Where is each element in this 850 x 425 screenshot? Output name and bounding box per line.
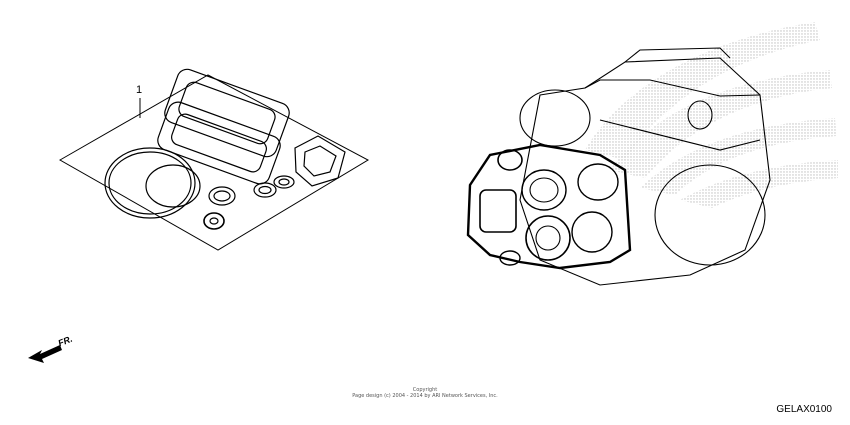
seal-ring-b bbox=[253, 182, 277, 198]
cylinder-left bbox=[519, 89, 591, 147]
front-direction-arrow-icon bbox=[28, 345, 62, 363]
oil-seal bbox=[203, 212, 225, 230]
copyright-notice: Copyright Page design (c) 2004 - 2014 by… bbox=[300, 387, 550, 399]
cylinder-gasket bbox=[157, 101, 281, 185]
engine-illustration bbox=[466, 47, 771, 286]
head-cover-gasket bbox=[164, 68, 290, 158]
carburetor-gasket bbox=[294, 135, 346, 187]
diagram-code: GELAX0100 bbox=[776, 404, 832, 415]
oring-medium bbox=[145, 164, 201, 208]
copyright-line-2: Page design (c) 2004 - 2014 by ARI Netwo… bbox=[352, 393, 498, 399]
gasket-overlay bbox=[466, 143, 632, 270]
cylinder-right bbox=[654, 164, 766, 266]
gasket-kit-card bbox=[58, 74, 370, 251]
seal-ring-c bbox=[273, 175, 295, 189]
engine-block-outline bbox=[519, 57, 771, 286]
seal-ring-a bbox=[208, 186, 236, 206]
callout-number: 1 bbox=[136, 84, 143, 96]
copyright-line-1: Copyright bbox=[412, 387, 438, 393]
honda-wing-watermark bbox=[585, 22, 838, 208]
gasket-kit-illustration bbox=[58, 68, 370, 251]
oring-large bbox=[104, 147, 196, 219]
